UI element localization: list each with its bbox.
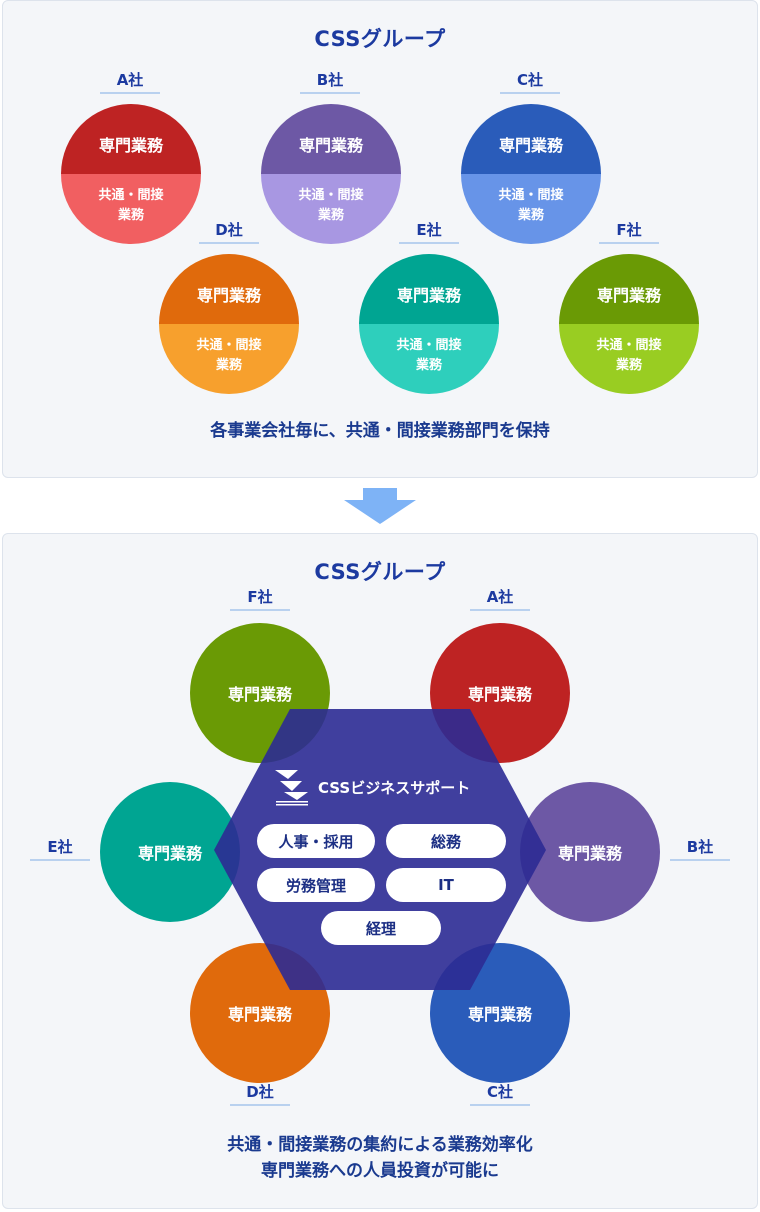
company-f-label: F社 <box>599 220 659 244</box>
panel-title: CSSグループ <box>314 560 446 584</box>
shared-indirect-work-segment: 共通・間接 業務 <box>159 324 299 394</box>
service-pill-labor-management: 労務管理 <box>257 868 375 902</box>
company-a-label: A社 <box>100 70 160 94</box>
company-b-label: B社 <box>670 837 730 861</box>
service-pill-it: IT <box>386 868 506 902</box>
css-logo-icon <box>275 770 308 806</box>
company-f-circle: 専門業務 共通・間接 業務 <box>559 254 699 394</box>
shared-indirect-work-segment: 共通・間接 業務 <box>359 324 499 394</box>
shared-indirect-work-segment: 共通・間接 業務 <box>461 174 601 244</box>
shared-indirect-work-segment: 共通・間接 業務 <box>261 174 401 244</box>
brand-name: CSSビジネスサポート <box>318 778 471 797</box>
specialized-work-segment: 専門業務 <box>359 254 499 324</box>
specialized-work-segment: 専門業務 <box>461 104 601 174</box>
service-pill-accounting: 経理 <box>321 911 441 945</box>
company-b-circle: 専門業務 共通・間接 業務 <box>261 104 401 244</box>
company-c-label: C社 <box>500 70 560 94</box>
company-e-label: E社 <box>399 220 459 244</box>
panel-caption-line1: 共通・間接業務の集約による業務効率化 <box>227 1135 533 1155</box>
company-c-label: C社 <box>470 1082 530 1106</box>
specialized-work-segment: 専門業務 <box>61 104 201 174</box>
company-a-circle: 専門業務 <box>430 623 570 763</box>
company-e-circle: 専門業務 共通・間接 業務 <box>359 254 499 394</box>
shared-indirect-work-segment: 共通・間接 業務 <box>559 324 699 394</box>
specialized-work-segment: 専門業務 <box>159 254 299 324</box>
company-b-label: B社 <box>300 70 360 94</box>
specialized-work-segment: 専門業務 <box>261 104 401 174</box>
company-d-circle: 専門業務 共通・間接 業務 <box>159 254 299 394</box>
service-pill-general-affairs: 総務 <box>386 824 506 858</box>
company-f-label: F社 <box>230 587 290 611</box>
company-b-circle: 専門業務 <box>520 782 660 922</box>
company-e-circle: 専門業務 <box>100 782 240 922</box>
panel-caption-line2: 専門業務への人員投資が可能に <box>261 1161 499 1181</box>
company-c-circle: 専門業務 共通・間接 業務 <box>461 104 601 244</box>
panel-caption: 各事業会社毎に、共通・間接業務部門を保持 <box>210 421 550 441</box>
company-e-label: E社 <box>30 837 90 861</box>
shared-indirect-work-segment: 共通・間接 業務 <box>61 174 201 244</box>
specialized-work-segment: 専門業務 <box>559 254 699 324</box>
brand: CSSビジネスサポート <box>272 768 470 806</box>
company-d-circle: 専門業務 <box>190 943 330 1083</box>
company-d-label: D社 <box>199 220 259 244</box>
panel-title: CSSグループ <box>314 27 446 51</box>
service-pill-hr: 人事・採用 <box>257 824 375 858</box>
down-arrow-icon <box>344 488 416 524</box>
company-f-circle: 専門業務 <box>190 623 330 763</box>
company-c-circle: 専門業務 <box>430 943 570 1083</box>
company-a-circle: 専門業務 共通・間接 業務 <box>61 104 201 244</box>
company-d-label: D社 <box>230 1082 290 1106</box>
company-a-label: A社 <box>470 587 530 611</box>
